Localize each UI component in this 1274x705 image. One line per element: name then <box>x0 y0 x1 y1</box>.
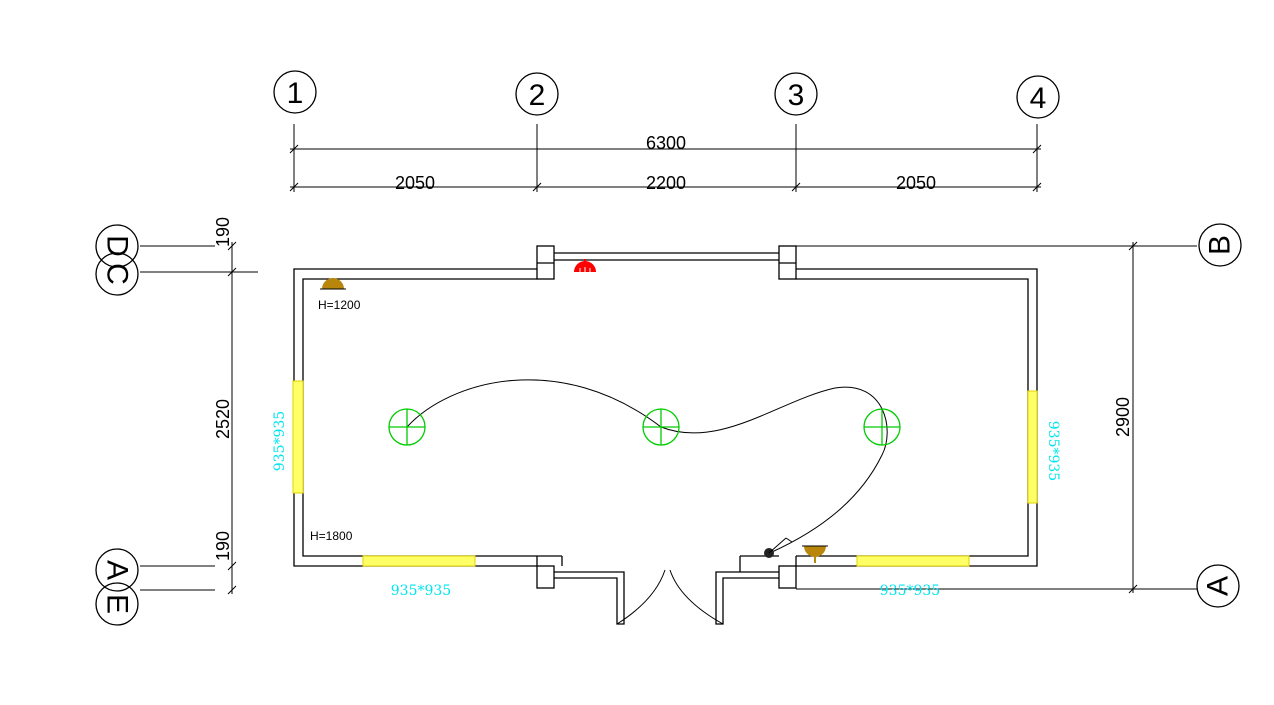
dim-overall: 6300 <box>646 133 686 153</box>
socket-icon <box>802 545 828 563</box>
dim-left-bottom: 190 <box>213 531 233 561</box>
grid-bubble-4 <box>1016 75 1060 119</box>
dim-left-mid: 2520 <box>213 399 233 439</box>
window-right <box>1027 390 1038 504</box>
dim-bay-3: 2050 <box>896 173 936 193</box>
dim-bay-2: 2200 <box>646 173 686 193</box>
grid-label-a-left: A <box>101 560 134 580</box>
window-right-label: 935*935 <box>1045 421 1061 481</box>
socket-icon <box>320 278 346 290</box>
left-dimensions <box>140 241 258 595</box>
grid-bubble-d <box>95 224 139 268</box>
grid-bubble-a-left <box>95 548 139 592</box>
grid-bubble-2 <box>515 72 559 116</box>
grid-label-e: E <box>101 594 134 614</box>
window-bottom-left-label: 935*935 <box>391 583 451 599</box>
windows <box>292 380 1038 567</box>
window-bottom-right <box>856 555 970 567</box>
grid-bubble-b <box>1198 223 1242 267</box>
top-grid-axes: 1 2 3 4 <box>273 70 1060 119</box>
wall-switch-icon <box>764 537 793 558</box>
alarm-bell-icon <box>574 259 596 272</box>
grid-bubble-e <box>95 582 139 626</box>
grid-label-b: B <box>1204 235 1237 255</box>
window-bottom-left <box>362 555 476 567</box>
dim-left-top: 190 <box>213 217 233 247</box>
top-dimensions <box>289 124 1042 192</box>
grid-label-a-right: A <box>1202 576 1235 596</box>
entry-door <box>616 569 724 625</box>
height-note-top: H=1200 <box>318 298 361 312</box>
window-left <box>292 380 304 494</box>
grid-label-3: 3 <box>788 79 805 112</box>
height-note-bottom: H=1800 <box>310 529 353 543</box>
grid-label-c: C <box>101 263 134 285</box>
grid-bubble-1 <box>273 70 317 114</box>
grid-label-4: 4 <box>1030 82 1047 115</box>
wiring-path <box>406 379 888 553</box>
light-fixture-icon <box>388 408 426 446</box>
window-left-label: 935*935 <box>272 411 288 471</box>
walls <box>293 245 1038 625</box>
grid-bubble-c <box>95 252 139 296</box>
grid-bubble-a-right <box>1196 564 1240 608</box>
right-dimensions <box>796 241 1197 594</box>
dim-bay-1: 2050 <box>395 173 435 193</box>
light-fixture-icon <box>642 408 680 446</box>
window-bottom-right-label: 935*935 <box>880 583 940 599</box>
left-grid-axes: D C A E <box>95 224 139 626</box>
grid-label-2: 2 <box>529 79 546 112</box>
grid-bubble-3 <box>774 72 818 116</box>
grid-label-1: 1 <box>287 77 304 110</box>
dim-right-total: 2900 <box>1113 397 1133 437</box>
light-fixture-icon <box>863 408 901 446</box>
grid-label-d: D <box>101 235 134 257</box>
right-grid-axes: B A <box>1196 223 1242 608</box>
